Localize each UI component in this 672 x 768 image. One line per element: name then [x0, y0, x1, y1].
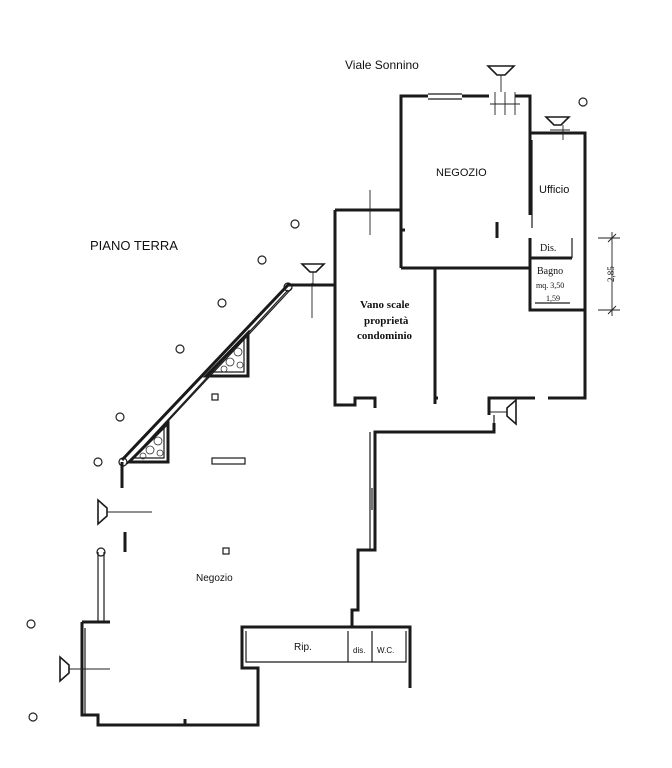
bagno-height: 1,59 [546, 294, 560, 303]
dimension-marker [598, 232, 620, 316]
room-label-negozio-main: NEGOZIO [436, 167, 487, 179]
floor-title: PIANO TERRA [90, 238, 178, 253]
room-label-negozio-lower: Negozio [196, 573, 233, 584]
room-label-vano-2: proprietà [364, 315, 409, 327]
room-label-vano-1: Vano scale [360, 299, 410, 311]
room-label-dis-lower: dis. [353, 646, 365, 655]
entrance-arrow-left-1 [97, 498, 152, 526]
street-trees [26, 97, 588, 722]
room-label-bagno: Bagno [537, 266, 563, 277]
entrance-arrow-top [486, 65, 516, 92]
room-label-dis-upper: Dis. [540, 243, 556, 254]
upper-shop-walls [399, 92, 587, 400]
room-label-ufficio: Ufficio [539, 184, 569, 196]
bagno-area: mq. 3,50 [536, 281, 564, 290]
entrance-arrow-left-2 [59, 655, 110, 683]
dimension-label-side: 2,85 [606, 266, 616, 282]
entrance-arrow-side [490, 398, 517, 426]
room-label-rip: Rip. [294, 642, 312, 653]
street-label: Viale Sonnino [345, 58, 419, 72]
lower-shop-walls [80, 396, 507, 727]
diagonal-facade [118, 282, 335, 467]
interior-marker [211, 393, 219, 401]
interior-marker [222, 547, 230, 555]
entrance-arrow-ufficio [544, 116, 571, 126]
room-label-wc: W.C. [377, 646, 394, 655]
interior-bar [211, 457, 246, 465]
stair-block-walls [311, 190, 437, 408]
room-label-vano-3: condominio [357, 330, 413, 342]
entrance-arrow-stair [300, 263, 326, 284]
